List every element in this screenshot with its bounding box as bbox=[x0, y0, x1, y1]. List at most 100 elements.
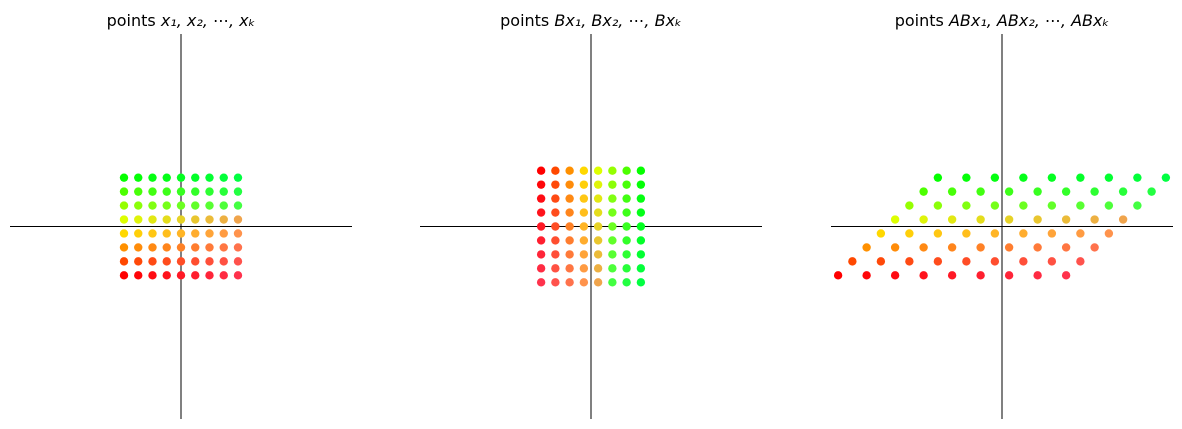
scatter-point bbox=[148, 215, 157, 224]
scatter-point bbox=[191, 201, 200, 210]
scatter-point bbox=[191, 187, 200, 196]
scatter-point bbox=[162, 243, 171, 252]
scatter-point bbox=[551, 166, 560, 175]
scatter-point bbox=[636, 278, 646, 287]
scatter-point bbox=[608, 208, 617, 217]
scatter-point bbox=[1061, 271, 1071, 280]
scatter-point bbox=[119, 229, 129, 238]
scatter-point bbox=[176, 215, 186, 224]
scatter-point bbox=[148, 243, 157, 252]
scatter-point bbox=[608, 194, 617, 203]
scatter-point bbox=[933, 229, 943, 238]
title-prefix: points bbox=[107, 11, 161, 30]
scatter-point bbox=[1004, 215, 1014, 224]
scatter-point bbox=[636, 264, 646, 273]
scatter-point bbox=[162, 257, 171, 266]
scatter-point bbox=[176, 187, 186, 196]
scatter-point bbox=[636, 166, 646, 175]
scatter-point bbox=[593, 250, 603, 259]
scatter-point bbox=[1090, 215, 1099, 224]
scatter-point bbox=[1033, 271, 1042, 280]
scatter-point bbox=[1118, 215, 1128, 224]
scatter-point bbox=[862, 271, 871, 280]
scatter-point bbox=[608, 180, 617, 189]
scatter-point bbox=[119, 201, 129, 210]
scatter-point bbox=[162, 229, 171, 238]
scatter-point bbox=[622, 194, 631, 203]
scatter-point bbox=[219, 215, 228, 224]
scatter-point bbox=[990, 201, 1000, 210]
scatter-point bbox=[1004, 187, 1014, 196]
scatter-point bbox=[1133, 173, 1142, 182]
scatter-point bbox=[1019, 229, 1028, 238]
title-term: ⋯, bbox=[213, 11, 239, 30]
scatter-point bbox=[176, 229, 186, 238]
scatter-point bbox=[119, 187, 129, 196]
scatter-point bbox=[551, 264, 560, 273]
scatter-point bbox=[890, 243, 900, 252]
title-term: Bxₖ bbox=[655, 11, 682, 30]
scatter-point bbox=[205, 173, 214, 182]
scatter-point bbox=[962, 201, 971, 210]
scatter-point bbox=[565, 166, 574, 175]
scatter-point bbox=[119, 173, 129, 182]
scatter-point bbox=[119, 271, 129, 280]
scatter-point bbox=[134, 257, 143, 266]
scatter-point bbox=[176, 271, 186, 280]
scatter-point bbox=[990, 173, 1000, 182]
scatter-point bbox=[162, 215, 171, 224]
scatter-point bbox=[1076, 257, 1085, 266]
scatter-point bbox=[919, 187, 928, 196]
scatter-point bbox=[536, 208, 546, 217]
scatter-point bbox=[565, 208, 574, 217]
scatter-point bbox=[579, 264, 589, 273]
scatter-point bbox=[536, 264, 546, 273]
scatter-point bbox=[1076, 173, 1085, 182]
scatter-point bbox=[933, 257, 943, 266]
scatter-point bbox=[1047, 229, 1057, 238]
scatter-point bbox=[565, 236, 574, 245]
title-term: ⋯, bbox=[628, 11, 654, 30]
scatter-point bbox=[848, 257, 857, 266]
scatter-point bbox=[162, 201, 171, 210]
scatter-point bbox=[962, 173, 971, 182]
scatter-point bbox=[219, 173, 228, 182]
scatter-point bbox=[1019, 257, 1028, 266]
scatter-points bbox=[833, 173, 1171, 280]
scatter-point bbox=[593, 180, 603, 189]
scatter-point bbox=[219, 271, 228, 280]
scatter-point bbox=[148, 257, 157, 266]
scatter-point bbox=[833, 271, 843, 280]
scatter-point bbox=[608, 264, 617, 273]
scatter-point bbox=[148, 173, 157, 182]
scatter-point bbox=[233, 257, 243, 266]
title-term: x₂, bbox=[186, 11, 213, 30]
scatter-point bbox=[191, 229, 200, 238]
scatter-point bbox=[636, 180, 646, 189]
scatter-point bbox=[579, 208, 589, 217]
scatter-point bbox=[1033, 187, 1042, 196]
scatter-point bbox=[593, 264, 603, 273]
scatter-point bbox=[579, 166, 589, 175]
scatter-point bbox=[219, 257, 228, 266]
panel-points-bx: points Bx₁, Bx₂, ⋯, Bxₖ bbox=[420, 11, 762, 419]
scatter-point bbox=[565, 264, 574, 273]
panel-title-abx: points ABx₁, ABx₂, ⋯, ABxₖ bbox=[895, 11, 1110, 30]
title-term: x₁, bbox=[160, 11, 187, 30]
scatter-point bbox=[636, 236, 646, 245]
scatter-point bbox=[134, 215, 143, 224]
scatter-point bbox=[219, 243, 228, 252]
scatter-point bbox=[536, 250, 546, 259]
title-term: ⋯, bbox=[1045, 11, 1071, 30]
scatter-point bbox=[593, 222, 603, 231]
title-term: xₖ bbox=[238, 11, 255, 30]
scatter-point bbox=[579, 180, 589, 189]
scatter-point bbox=[622, 222, 631, 231]
scatter-point bbox=[551, 208, 560, 217]
panel-title-x: points x₁, x₂, ⋯, xₖ bbox=[107, 11, 256, 30]
scatter-point bbox=[565, 180, 574, 189]
scatter-point bbox=[608, 166, 617, 175]
scatter-point bbox=[608, 278, 617, 287]
scatter-point bbox=[636, 208, 646, 217]
